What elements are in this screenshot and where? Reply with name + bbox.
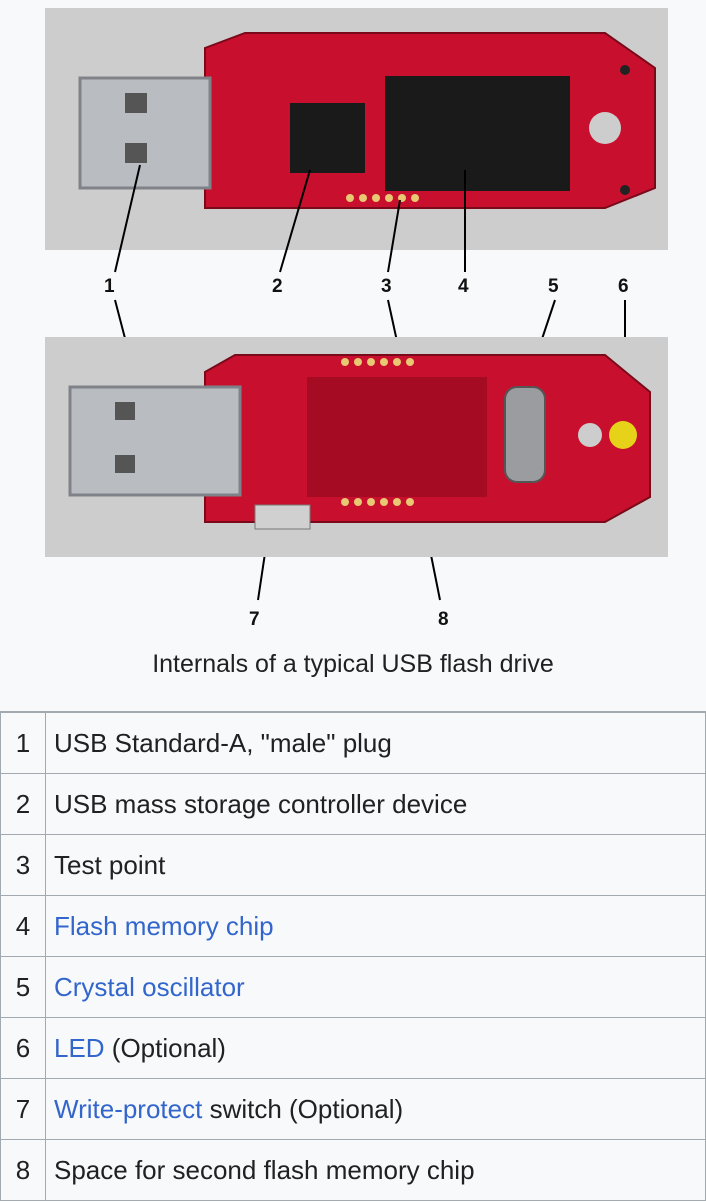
table-row: 2 USB mass storage controller device	[0, 773, 706, 835]
legend-number: 5	[0, 956, 46, 1018]
legend-number: 7	[0, 1078, 46, 1140]
flash-memory-chip-link[interactable]: Flash memory chip	[54, 910, 274, 941]
usb-drive-bottom-illustration	[45, 337, 668, 557]
legend-text: USB Standard-A, "male" plug	[54, 727, 392, 758]
usb-drive-top-illustration	[45, 8, 668, 250]
callout-1: 1	[104, 276, 115, 297]
table-row: 1 USB Standard-A, "male" plug	[0, 712, 706, 774]
table-row: 3 Test point	[0, 834, 706, 896]
legend-description: Flash memory chip	[45, 895, 706, 957]
legend-number: 1	[0, 712, 46, 774]
callout-5: 5	[548, 276, 559, 297]
legend-number: 8	[0, 1139, 46, 1201]
callout-7: 7	[249, 609, 260, 630]
write-protect-link[interactable]: Write-protect	[54, 1093, 203, 1124]
legend-description: Space for second flash memory chip	[45, 1139, 706, 1201]
legend-text: USB mass storage controller device	[54, 788, 468, 819]
legend-number: 4	[0, 895, 46, 957]
callout-8: 8	[438, 609, 449, 630]
callout-2: 2	[272, 276, 283, 297]
legend-description: USB mass storage controller device	[45, 773, 706, 835]
usb-drive-top-photo	[45, 8, 668, 250]
legend-text: switch (Optional)	[202, 1093, 404, 1124]
figure-divider	[0, 711, 706, 712]
legend-number: 2	[0, 773, 46, 835]
legend-number: 3	[0, 834, 46, 896]
table-row: 7 Write-protect switch (Optional)	[0, 1078, 706, 1140]
callout-4: 4	[458, 276, 469, 297]
table-row: 8 Space for second flash memory chip	[0, 1139, 706, 1201]
legend-description: LED (Optional)	[45, 1017, 706, 1079]
crystal-oscillator-link[interactable]: Crystal oscillator	[54, 971, 245, 1002]
table-row: 5 Crystal oscillator	[0, 956, 706, 1018]
led-link[interactable]: LED	[54, 1032, 105, 1063]
legend-text: Space for second flash memory chip	[54, 1154, 475, 1185]
legend-description: Write-protect switch (Optional)	[45, 1078, 706, 1140]
callout-6: 6	[618, 276, 629, 297]
legend-text: (Optional)	[104, 1032, 226, 1063]
legend-description: Test point	[45, 834, 706, 896]
figure-caption: Internals of a typical USB flash drive	[152, 650, 554, 678]
legend-number: 6	[0, 1017, 46, 1079]
legend-text: Test point	[54, 849, 166, 880]
legend-description: USB Standard-A, "male" plug	[45, 712, 706, 774]
legend-table: 1 USB Standard-A, "male" plug 2 USB mass…	[0, 712, 706, 1201]
figure: 1 2 3 4 5 6 7 8 Internals of a typical U…	[45, 8, 668, 678]
callout-3: 3	[381, 276, 392, 297]
usb-drive-bottom-photo	[45, 337, 668, 557]
table-row: 6 LED (Optional)	[0, 1017, 706, 1079]
table-row: 4 Flash memory chip	[0, 895, 706, 957]
legend-description: Crystal oscillator	[45, 956, 706, 1018]
